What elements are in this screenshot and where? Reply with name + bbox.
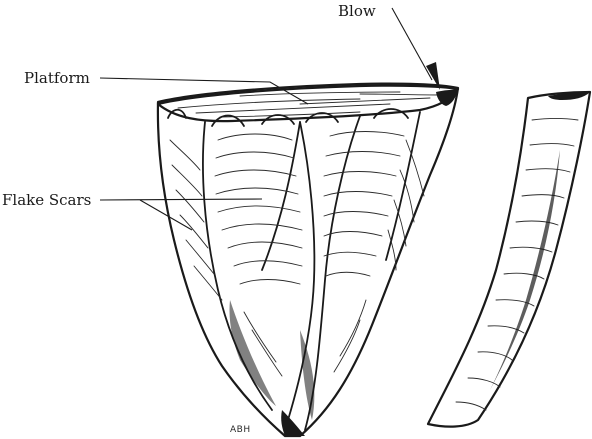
artist-signature: ABH [230, 425, 251, 435]
blow-label: Blow [338, 2, 376, 20]
flake-scars-leader-2 [139, 199, 193, 231]
blade-flake [426, 90, 592, 428]
blow-arrowhead [426, 62, 440, 90]
ripple-marks [169, 131, 425, 377]
platform-leader [99, 77, 309, 105]
flake-ripples [455, 118, 579, 411]
scar-cups [167, 108, 409, 127]
flake-bulb [548, 92, 590, 100]
flint-core [156, 82, 460, 438]
platform-grain [177, 91, 449, 118]
label-platform: Platform [24, 69, 309, 105]
flake-outline [426, 90, 592, 428]
flake-scars-leader-1 [99, 198, 263, 201]
label-blow: Blow [338, 2, 440, 90]
cortex-stipple [229, 300, 315, 436]
label-flake-scars: Flake Scars [2, 191, 263, 231]
blow-point [436, 89, 458, 106]
blow-arrow-shaft [391, 7, 433, 81]
flake-scars-label: Flake Scars [2, 191, 91, 209]
platform-label: Platform [24, 69, 90, 87]
